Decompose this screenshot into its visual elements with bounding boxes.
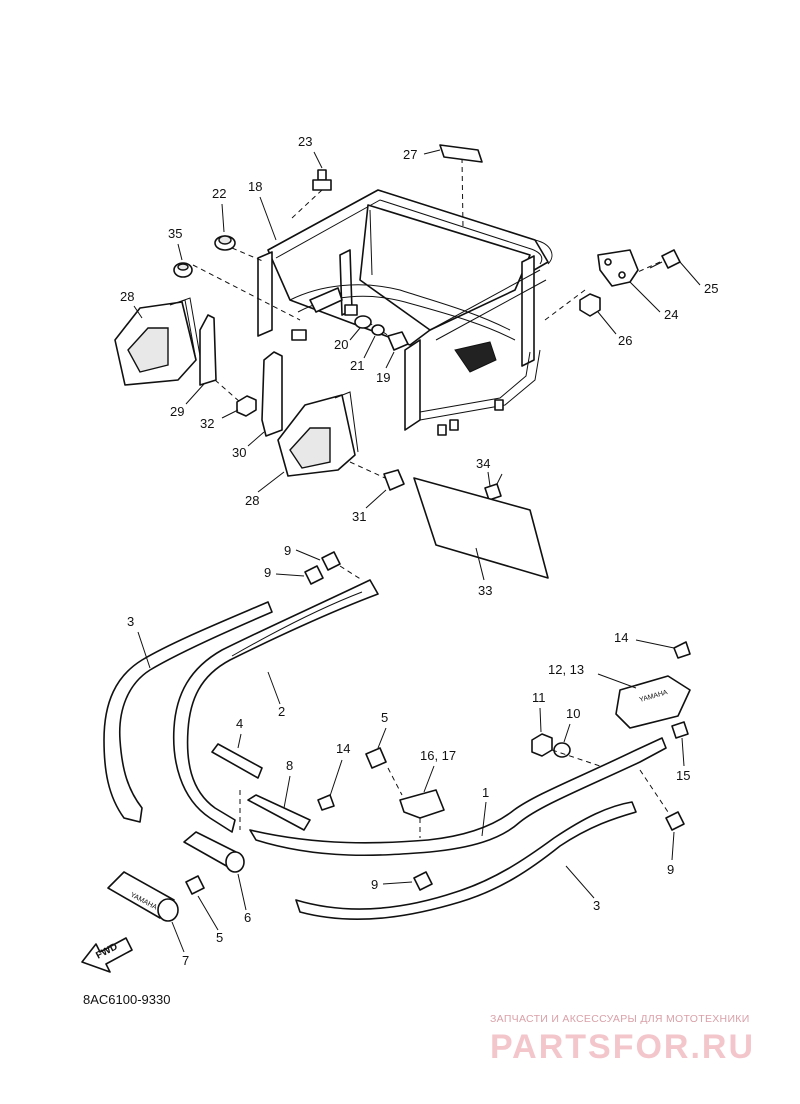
diagram-code: 8AC6100-9330 [83,992,170,1007]
part-19-bolt [387,331,409,351]
callout-4: 4 [236,716,243,731]
callout-25: 25 [704,281,718,296]
callout-18: 18 [248,179,262,194]
part-15-screw [671,721,689,739]
callout-28-lower: 28 [245,493,259,508]
watermark-brand: PARTSFOR.RU [490,1028,755,1066]
callout-15: 15 [676,768,690,783]
rack-assembly [257,189,553,436]
callout-23: 23 [298,134,312,149]
callout-16-17: 16, 17 [420,748,456,763]
part-20-washer [354,315,372,329]
callout-14-left: 14 [336,741,350,756]
part-7-grip-cap [107,871,179,922]
callout-22: 22 [212,186,226,201]
callout-7: 7 [182,953,189,968]
part-2-bumper-rail [172,579,379,833]
part-4-spacer [211,743,263,779]
callout-10: 10 [566,706,580,721]
fwd-arrow-icon: FWD [81,937,133,973]
part-22-grommet [214,235,236,251]
assembly-lines-lower [239,565,669,838]
part-3-bumper-rubber-left [103,601,273,823]
callout-8: 8 [286,758,293,773]
part-14-screw-left [317,794,335,811]
part-30-bracket [261,351,283,437]
callout-2: 2 [278,704,285,719]
part-10-washer [553,742,571,758]
part-27-label [439,144,483,163]
part-28-side-cover-right [277,391,359,477]
callout-31: 31 [352,509,366,524]
callout-34: 34 [476,456,490,471]
callout-9-d: 9 [371,877,378,892]
callout-33: 33 [478,583,492,598]
callout-5-lower: 5 [216,930,223,945]
part-9-bolt-c [665,811,685,831]
part-31-bolt [383,469,405,491]
part-25-bolt [649,249,681,269]
callout-35: 35 [168,226,182,241]
callout-19: 19 [376,370,390,385]
callout-9-a: 9 [284,543,291,558]
part-6-grip [183,831,245,873]
part-24-bracket [597,249,639,287]
part-16-17-bracket [399,789,445,819]
part-8-plate [247,794,311,831]
callout-6: 6 [244,910,251,925]
callout-12-13: 12, 13 [548,662,584,677]
part-5-bolt-lower [185,875,205,895]
part-9-bolt-a [321,551,341,571]
callout-1: 1 [482,785,489,800]
part-21-washer [371,324,385,336]
callout-20: 20 [334,337,348,352]
callout-9-c: 9 [667,862,674,877]
part-3-bumper-rubber-right [295,801,637,920]
part-29-bracket [199,314,217,386]
callout-labels: 23 27 22 18 35 25 28 24 20 26 21 19 29 3… [120,134,718,968]
callout-29: 29 [170,404,184,419]
part-14-screw-right [673,641,691,659]
callout-3-lower: 3 [593,898,600,913]
callout-27: 27 [403,147,417,162]
part-35-grommet [173,262,193,278]
watermark-tagline: ЗАПЧАСТИ И АКСЕССУАРЫ ДЛЯ МОТОТЕХНИКИ [490,1013,750,1025]
part-9-bolt-d [413,871,433,891]
part-23-bolt [312,169,332,191]
callout-14-right: 14 [614,630,628,645]
callout-21: 21 [350,358,364,373]
part-11-nut [531,733,553,757]
callout-28-upper: 28 [120,289,134,304]
callout-24: 24 [664,307,678,322]
part-28-side-cover-left [114,297,201,386]
part-32-nut [236,395,257,417]
part-34-screw [484,473,503,501]
callout-5-upper: 5 [381,710,388,725]
callout-3-upper: 3 [127,614,134,629]
part-33-mud-flap [413,477,549,579]
part-9-bolt-b [304,565,324,585]
callout-26: 26 [618,333,632,348]
callout-30: 30 [232,445,246,460]
part-12-13-hitch [615,675,691,729]
part-5-bolt-upper [365,747,387,769]
callout-9-b: 9 [264,565,271,580]
callout-11: 11 [532,690,546,705]
callout-32: 32 [200,416,214,431]
part-1-bumper-rail [249,737,667,857]
part-26-nut [579,293,601,317]
